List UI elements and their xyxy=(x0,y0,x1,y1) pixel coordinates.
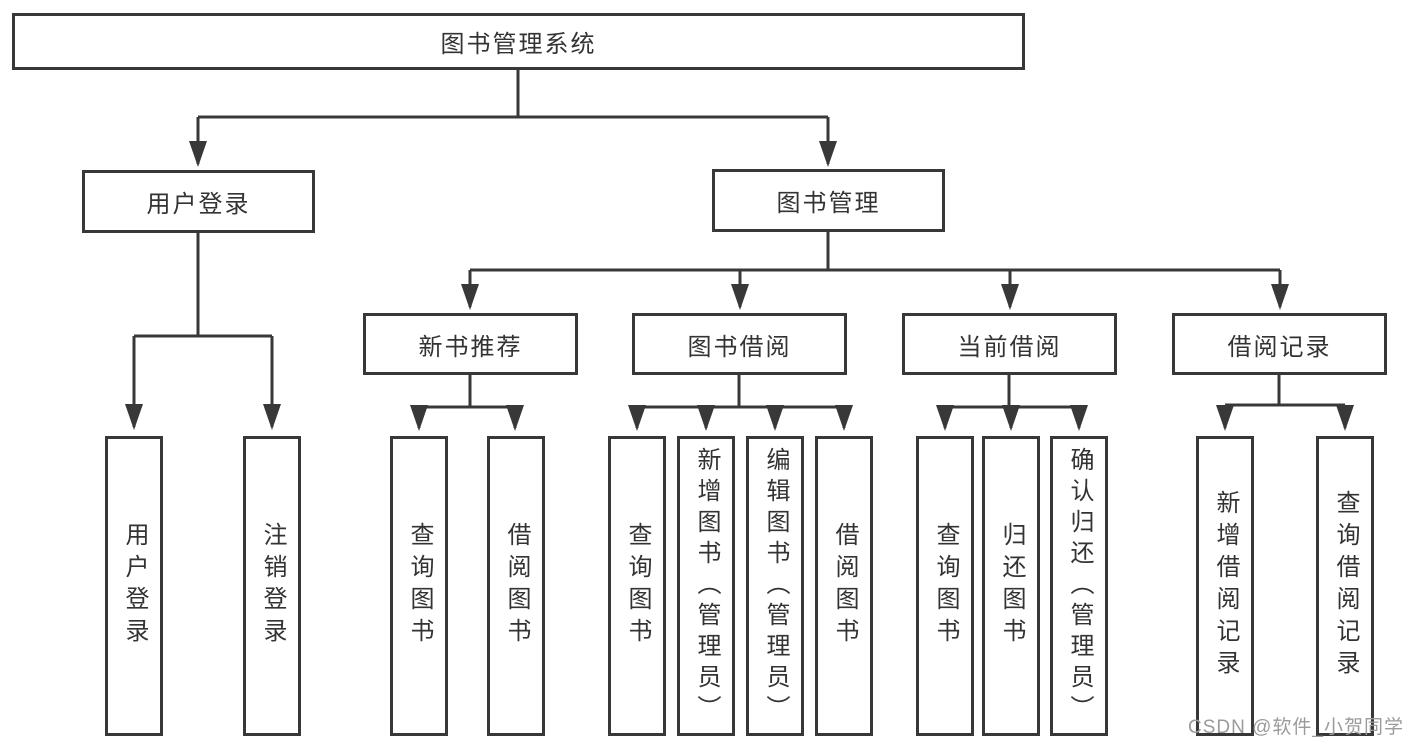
leaf-query-books-borrow: 查询图书 xyxy=(608,436,666,736)
watermark: CSDN @软件_小贺同学 xyxy=(1188,717,1404,738)
leaf-add-borrow-record: 新增借阅记录 xyxy=(1196,436,1254,736)
node-borrow-records: 借阅记录 xyxy=(1172,313,1387,375)
leaf-query-borrow-record: 查询借阅记录 xyxy=(1316,436,1374,736)
node-current-borrow: 当前借阅 xyxy=(902,313,1117,375)
connector-current-borrow-to-leaves xyxy=(936,375,1088,431)
leaf-return-books: 归还图书 xyxy=(982,436,1040,736)
leaf-query-books-recommend: 查询图书 xyxy=(390,436,448,736)
node-user-login: 用户登录 xyxy=(82,170,315,233)
leaf-add-books-admin: 新增图书（管理员） xyxy=(677,436,735,736)
connector-user-login-to-leaves xyxy=(125,233,281,430)
leaf-confirm-return-admin: 确认归还（管理员） xyxy=(1050,436,1108,736)
connector-book-management-to-level3 xyxy=(461,232,1289,310)
leaf-logout: 注销登录 xyxy=(243,436,301,736)
node-book-borrow: 图书借阅 xyxy=(632,313,847,375)
leaf-query-books-current: 查询图书 xyxy=(916,436,974,736)
leaf-user-login: 用户登录 xyxy=(105,436,163,736)
node-new-book-recommend: 新书推荐 xyxy=(363,313,578,375)
leaf-borrow-books-recommend: 借阅图书 xyxy=(487,436,545,736)
node-book-management: 图书管理 xyxy=(712,169,945,232)
leaf-edit-books-admin: 编辑图书（管理员） xyxy=(746,436,804,736)
connector-root-to-level2 xyxy=(189,70,837,167)
connector-new-book-to-leaves xyxy=(410,375,524,431)
connector-borrow-records-to-leaves xyxy=(1216,375,1354,431)
node-root-system: 图书管理系统 xyxy=(12,13,1025,70)
leaf-borrow-books: 借阅图书 xyxy=(815,436,873,736)
connector-book-borrow-to-leaves xyxy=(628,375,853,431)
